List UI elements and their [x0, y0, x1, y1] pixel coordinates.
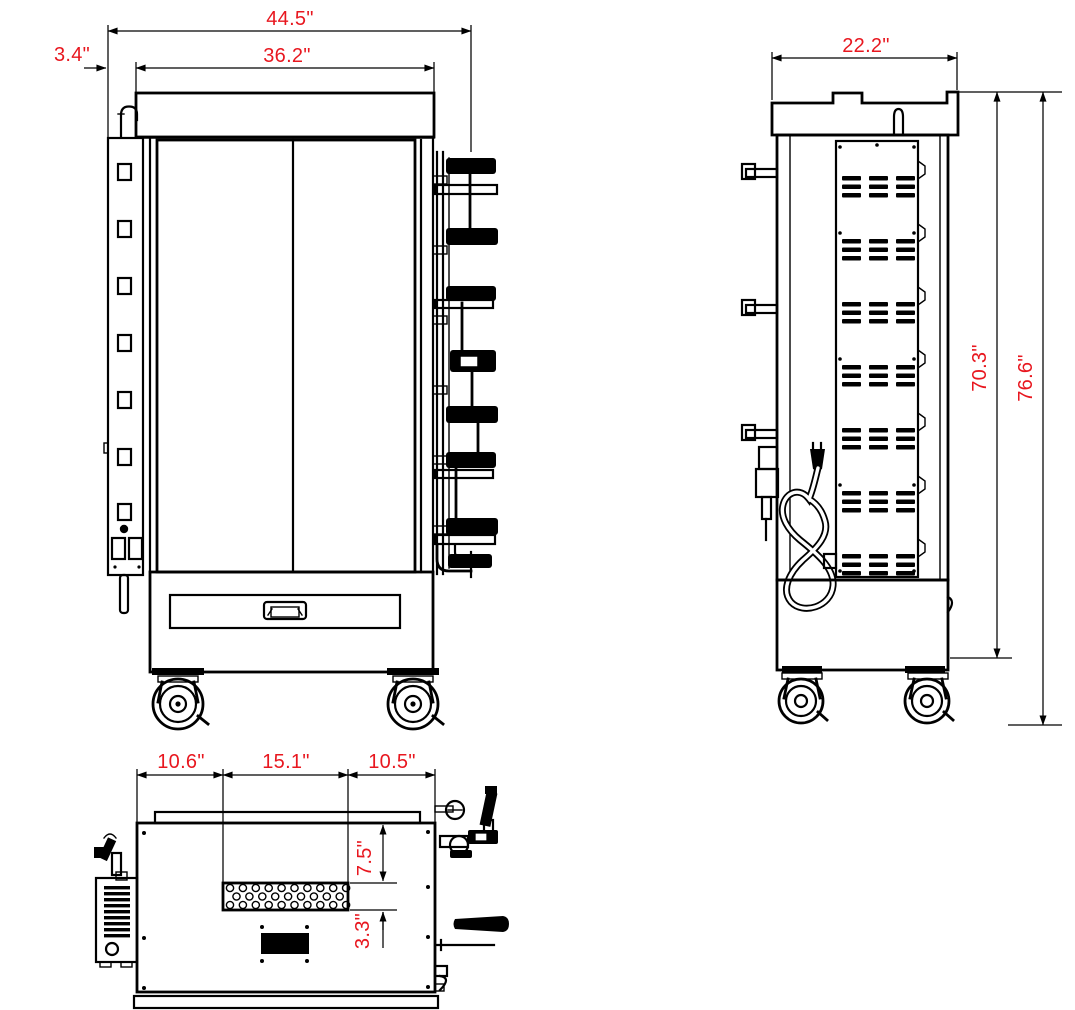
dim-side-body-height: 70.3" — [969, 344, 991, 392]
motor-vent-slats — [104, 886, 130, 938]
grease-drawer — [168, 593, 402, 630]
dim-top-middle-section: 15.1" — [262, 751, 310, 773]
dim-top-vent-offset: 7.5" — [354, 840, 376, 876]
dim-top-left-section: 10.6" — [157, 751, 205, 773]
top-dimensions: 10.6" 15.1" 10.5" 7.5" 3.3" — [136, 751, 436, 949]
burner-valve — [446, 286, 496, 301]
rotisserie-motor — [94, 833, 139, 968]
latch-clip — [433, 964, 449, 992]
dim-side-overall-height: 76.6" — [1015, 354, 1037, 402]
front-base — [148, 570, 439, 675]
dim-side-depth: 22.2" — [842, 35, 890, 57]
power-plug — [810, 449, 825, 471]
front-hinge-strip — [103, 136, 145, 615]
front-caster-left — [151, 675, 210, 731]
side-caster-right — [903, 672, 955, 725]
ground-pin — [118, 573, 130, 615]
burner-valve — [446, 406, 498, 423]
gas-inlet-pipe — [435, 543, 473, 573]
front-dimensions: 44.5" 36.2" 3.4" — [54, 8, 472, 152]
dim-top-right-section: 10.5" — [368, 751, 416, 773]
gas-regulator — [757, 445, 779, 471]
burner-valve — [446, 518, 498, 535]
perforated-vent-plate — [221, 881, 351, 912]
cord-connector — [822, 552, 838, 570]
dim-top-vent-depth: 3.3" — [352, 913, 374, 949]
front-view: 44.5" 36.2" 3.4" — [54, 8, 499, 731]
power-indicator-dot — [119, 524, 129, 534]
side-caster-left — [777, 672, 829, 725]
top-base-edge — [132, 994, 440, 1010]
dim-front-top-cap-width: 36.2" — [263, 45, 311, 67]
side-hinges — [740, 162, 780, 542]
top-view: 10.6" 15.1" 10.5" 7.5" 3.3" — [94, 751, 509, 1010]
power-cord — [778, 441, 838, 612]
side-top-cap — [770, 90, 960, 137]
burner-valve — [446, 228, 498, 245]
side-body — [775, 133, 950, 582]
front-cabinet-doors — [142, 136, 435, 574]
top-cap-edge — [153, 810, 422, 825]
vent-louvers — [842, 176, 915, 576]
burner-valve — [446, 158, 496, 174]
gas-valve-assembly-top — [434, 786, 498, 858]
gas-fitting-left — [94, 833, 128, 881]
door-handle-top — [435, 916, 509, 952]
spit-support-knobs — [917, 159, 926, 559]
exhaust-opening — [260, 925, 309, 963]
dim-front-overall-width: 44.5" — [266, 8, 314, 30]
cap-bolt — [892, 107, 905, 137]
burner-valve — [446, 452, 496, 468]
side-base — [775, 578, 954, 673]
drawer-handle — [262, 600, 308, 621]
side-dimensions: 22.2" 70.3" 76.6" — [771, 35, 1062, 726]
front-caster-right — [386, 675, 445, 731]
switch-cutout — [110, 536, 127, 561]
gas-valve-manifold — [432, 150, 499, 579]
front-top-cap — [117, 91, 436, 139]
dim-front-cap-offset: 3.4" — [54, 44, 90, 66]
side-view: 22.2" 70.3" 76.6" — [740, 35, 1062, 726]
switch-cutout — [127, 536, 144, 561]
flue-elbow — [119, 105, 139, 139]
